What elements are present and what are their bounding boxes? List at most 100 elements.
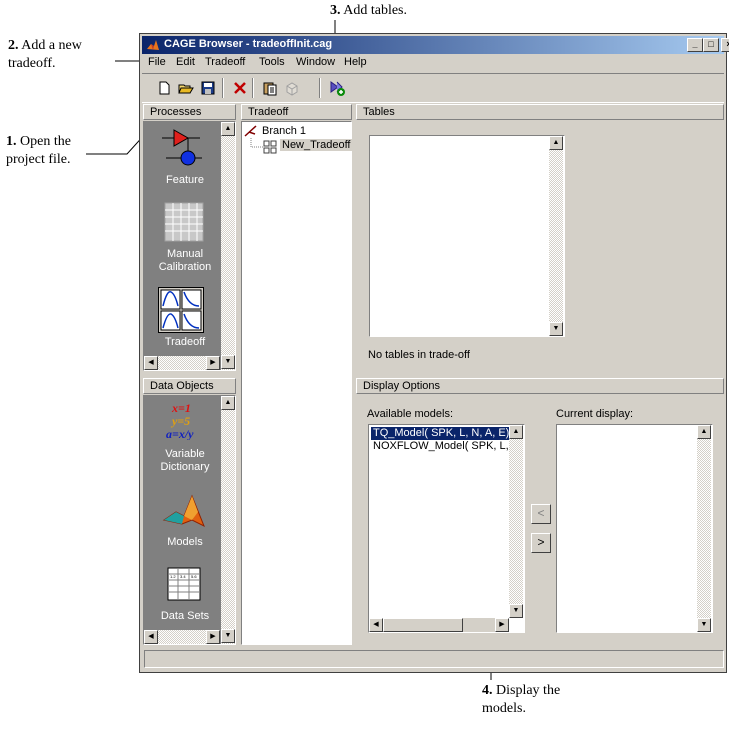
scroll-down-button[interactable]: ▼	[509, 604, 523, 618]
svg-text:1.2: 1.2	[170, 574, 176, 579]
model-item-selected[interactable]: TQ_Model( SPK, L, N, A, E)	[371, 427, 509, 440]
scroll-down-button[interactable]: ▼	[549, 322, 563, 336]
available-models-list[interactable]: TQ_Model( SPK, L, N, A, E) NOXFLOW_Model…	[368, 424, 525, 633]
delete-x-icon	[234, 82, 246, 94]
add-table-button[interactable]	[327, 78, 347, 98]
data-label-data-sets: Data Sets	[160, 610, 210, 622]
process-label-feature: Feature	[166, 174, 204, 186]
tradeoff-icon-frame[interactable]	[158, 287, 204, 333]
open-folder-icon	[178, 84, 194, 94]
save-button[interactable]	[198, 78, 218, 98]
scroll-up-button[interactable]: ▲	[221, 396, 235, 410]
hscroll-thumb[interactable]	[383, 618, 463, 632]
svg-text:x=1: x=1	[171, 401, 191, 415]
menu-help[interactable]: Help	[344, 56, 367, 68]
data-label-models: Models	[167, 536, 203, 548]
menu-tools[interactable]: Tools	[259, 56, 285, 68]
svg-text:3.4: 3.4	[180, 574, 186, 579]
save-disk-icon	[201, 81, 215, 95]
data-sets-icon[interactable]: 1.2 3.4 5.6	[166, 566, 202, 602]
scroll-down-button[interactable]: ▼	[221, 355, 235, 369]
disabled-tool-button[interactable]	[282, 78, 302, 98]
scroll-right-button[interactable]: ▶	[495, 618, 509, 632]
cage-browser-window: CAGE Browser - tradeoffInit.cag _ □ × Fi…	[139, 33, 729, 673]
remove-from-display-button[interactable]: <	[531, 504, 551, 524]
window-title: CAGE Browser - tradeoffInit.cag	[164, 38, 333, 50]
menu-edit[interactable]: Edit	[176, 56, 195, 68]
no-tables-text: No tables in trade-off	[368, 349, 470, 361]
processes-header: Processes	[143, 104, 236, 120]
tradeoff-tree-header: Tradeoff	[241, 104, 352, 120]
tree-item-new-tradeoff[interactable]: New_Tradeoff	[280, 139, 353, 151]
current-display-list[interactable]: ▲ ▼	[556, 424, 713, 633]
scroll-left-button[interactable]: ◀	[144, 356, 158, 370]
scroll-right-button[interactable]: ▶	[206, 630, 220, 644]
callout-add-tables: 3. Add tables.	[330, 3, 407, 18]
tradeoff-tree-pane: Branch 1 New_Tradeoff	[241, 121, 353, 645]
scroll-right-button[interactable]: ▶	[206, 356, 220, 370]
feature-icon[interactable]	[160, 128, 204, 172]
menu-window[interactable]: Window	[296, 56, 336, 68]
branch-icon	[244, 125, 257, 137]
manual-calibration-icon[interactable]	[164, 202, 204, 242]
model-item[interactable]: NOXFLOW_Model( SPK, L, N	[373, 440, 509, 452]
process-label-tradeoff: Tradeoff	[164, 336, 206, 348]
tables-list[interactable]: ▲ ▼	[369, 135, 565, 337]
models-icon[interactable]	[162, 490, 206, 530]
close-button[interactable]: ×	[721, 38, 729, 52]
scroll-up-button[interactable]: ▲	[509, 425, 523, 439]
processes-vscroll[interactable]	[221, 122, 235, 370]
tables-pane: ▲ ▼ No tables in trade-off	[356, 121, 724, 369]
scroll-up-button[interactable]: ▲	[549, 136, 563, 150]
status-bar	[144, 650, 724, 668]
toolbar-separator	[222, 78, 224, 98]
tree-item-branch[interactable]: Branch 1	[262, 125, 307, 137]
toolbar	[142, 73, 724, 103]
tables-vscroll[interactable]	[549, 136, 563, 336]
scroll-down-button[interactable]: ▼	[697, 618, 711, 632]
scroll-up-button[interactable]: ▲	[221, 122, 235, 136]
processes-hscroll[interactable]	[144, 356, 220, 370]
menu-tradeoff[interactable]: Tradeoff	[205, 56, 246, 68]
available-models-label: Available models:	[367, 408, 454, 420]
tree-connector	[250, 138, 264, 148]
new-tradeoff-button[interactable]	[154, 78, 174, 98]
copy-button[interactable]	[260, 78, 280, 98]
new-file-icon	[159, 81, 170, 95]
menu-bar: File Edit Tradeoff Tools Window Help	[142, 55, 724, 72]
clipboard-icon	[263, 82, 277, 96]
menu-file[interactable]: File	[148, 56, 166, 68]
open-project-button[interactable]	[176, 78, 196, 98]
toolbar-separator	[319, 78, 321, 98]
tradeoff-node-icon	[263, 140, 277, 154]
toolbar-separator	[252, 78, 254, 98]
scroll-down-button[interactable]: ▼	[221, 629, 235, 643]
svg-text:5.6: 5.6	[191, 574, 197, 579]
scroll-left-button[interactable]: ◀	[144, 630, 158, 644]
add-to-display-button[interactable]: >	[531, 533, 551, 553]
data-objects-header: Data Objects	[143, 378, 236, 394]
delete-button[interactable]	[230, 78, 250, 98]
add-table-icon	[330, 81, 345, 96]
display-vscroll[interactable]	[697, 425, 711, 632]
svg-text:a=x/y: a=x/y	[166, 427, 194, 440]
scroll-left-button[interactable]: ◀	[369, 618, 383, 632]
scroll-up-button[interactable]: ▲	[697, 425, 711, 439]
cube-icon	[286, 82, 298, 96]
models-vscroll[interactable]	[509, 425, 523, 618]
variable-dictionary-icon[interactable]: x=1 y=5 a=x/y	[164, 400, 204, 440]
minimize-button[interactable]: _	[687, 38, 703, 52]
data-objects-vscroll[interactable]	[221, 396, 235, 644]
title-bar[interactable]: CAGE Browser - tradeoffInit.cag _ □ ×	[142, 36, 729, 54]
data-objects-hscroll[interactable]	[144, 630, 220, 644]
display-options-header: Display Options	[356, 378, 724, 394]
tables-header: Tables	[356, 104, 724, 120]
maximize-button[interactable]: □	[703, 38, 719, 52]
